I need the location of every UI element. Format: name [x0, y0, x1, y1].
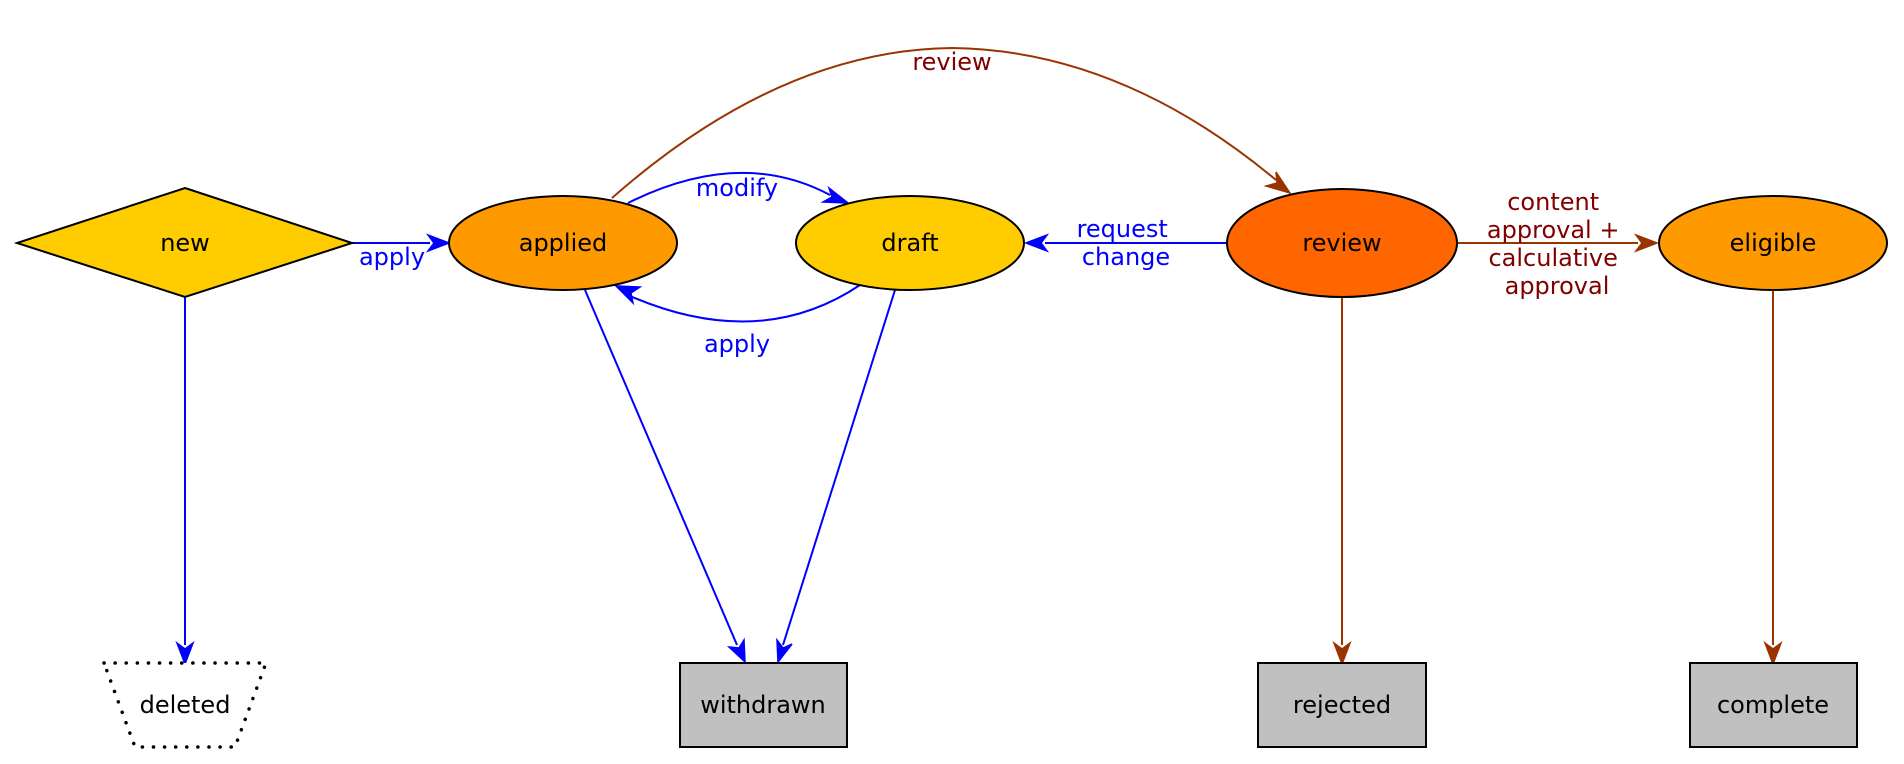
node-deleted[interactable]: deleted — [101, 661, 269, 749]
edge-label-request: request — [1077, 215, 1168, 243]
edge-applied-to-review: review — [611, 46, 1292, 199]
edge-label-apply-from-draft: apply — [704, 330, 770, 358]
node-rejected-shape — [1257, 662, 1427, 748]
node-draft[interactable]: draft — [795, 195, 1025, 291]
edge-review-to-draft: request change — [1023, 215, 1227, 271]
node-applied-label: applied — [519, 229, 608, 257]
node-eligible-shape — [1658, 195, 1888, 291]
edge-label-change: change — [1082, 243, 1170, 271]
node-complete-shape — [1689, 662, 1858, 748]
node-rejected[interactable]: rejected — [1257, 662, 1427, 748]
node-applied[interactable]: applied — [448, 195, 678, 291]
node-deleted-shape — [101, 661, 269, 749]
node-withdrawn[interactable]: withdrawn — [679, 662, 848, 748]
edge-label-line-approval: approval — [1505, 272, 1610, 300]
edge-label-line-calculative: calculative — [1488, 244, 1617, 272]
node-draft-shape — [795, 195, 1025, 291]
node-review-label: review — [1302, 229, 1381, 257]
edge-eligible-to-complete — [1763, 290, 1783, 667]
edge-label-apply-from-new: apply — [359, 243, 425, 271]
node-new[interactable]: new — [13, 186, 356, 299]
edge-label-modify: modify — [696, 174, 778, 202]
node-review[interactable]: review — [1226, 188, 1458, 298]
node-applied-shape — [448, 195, 678, 291]
edge-new-to-deleted — [175, 297, 195, 667]
node-eligible-label: eligible — [1730, 229, 1817, 257]
node-rejected-label: rejected — [1293, 691, 1391, 719]
edge-new-to-applied: apply — [352, 233, 452, 271]
node-eligible[interactable]: eligible — [1658, 195, 1888, 291]
edge-applied-to-draft: modify — [627, 171, 851, 204]
edge-label-content-approval: content approval + calculative approval — [1487, 188, 1627, 300]
node-complete-label: complete — [1717, 691, 1829, 719]
node-complete[interactable]: complete — [1689, 662, 1858, 748]
edge-label-line-approval-plus: approval + — [1487, 216, 1620, 244]
edge-draft-to-applied: apply — [614, 284, 861, 358]
edge-applied-to-withdrawn — [584, 289, 746, 664]
node-draft-label: draft — [881, 229, 938, 257]
edge-label-review: review — [912, 48, 991, 76]
edge-label-line-content: content — [1507, 188, 1599, 216]
edge-label-request-change: request change — [1077, 215, 1176, 271]
node-deleted-label: deleted — [140, 691, 231, 719]
node-review-shape — [1226, 188, 1458, 298]
node-new-shape — [13, 186, 356, 299]
node-new-label: new — [160, 229, 210, 257]
edge-draft-to-withdrawn — [776, 289, 896, 665]
edge-review-to-eligible: content approval + calculative approval — [1458, 188, 1660, 300]
node-withdrawn-shape — [679, 662, 848, 748]
edge-review-to-rejected — [1332, 297, 1352, 667]
node-withdrawn-label: withdrawn — [700, 691, 826, 719]
